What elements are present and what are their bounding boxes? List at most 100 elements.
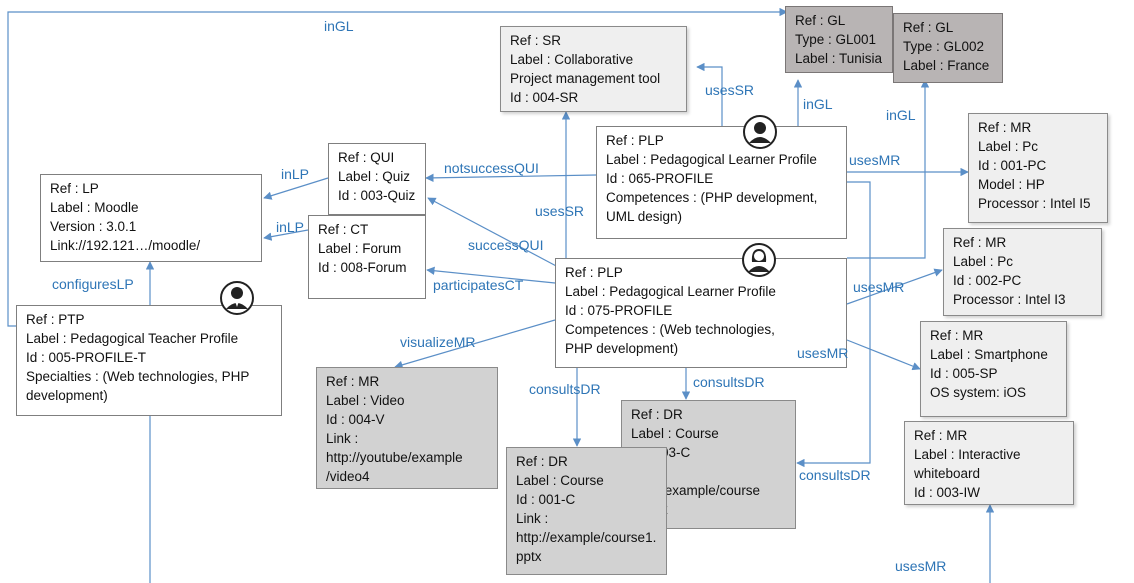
node-line: Label : Interactive bbox=[914, 447, 1021, 462]
node-line: Label : Tunisia bbox=[795, 51, 883, 66]
node-line: Ref : MR bbox=[953, 235, 1007, 250]
node-line: Ref : PTP bbox=[26, 312, 85, 327]
edge-label-configureslp: configuresLP bbox=[52, 276, 134, 292]
node-line: Label : Pc bbox=[953, 254, 1014, 269]
node-ct: Ref : CT Label : Forum Id : 008-Forum bbox=[308, 215, 426, 299]
node-line: Ref : GL bbox=[903, 20, 954, 35]
edge-label-ingl: inGL bbox=[886, 107, 916, 123]
node-line: OS system: iOS bbox=[930, 385, 1027, 400]
edge-label-inlp: inLP bbox=[276, 219, 305, 235]
node-qui: Ref : QUI Label : Quiz Id : 003-Quiz bbox=[328, 143, 426, 215]
edge-label-inlp: inLP bbox=[281, 166, 310, 182]
node-mr-video: Ref : MR Label : Video Id : 004-V Link :… bbox=[316, 367, 498, 489]
node-mr-smartphone: Ref : MR Label : Smartphone Id : 005-SP … bbox=[920, 321, 1067, 417]
node-line: Version : 3.0.1 bbox=[50, 219, 137, 234]
node-line: Label : Smartphone bbox=[930, 347, 1048, 362]
node-plp-075: Ref : PLP Label : Pedagogical Learner Pr… bbox=[555, 258, 847, 368]
node-line: Ref : QUI bbox=[338, 150, 395, 165]
edge-label-usesmr: usesMR bbox=[895, 558, 947, 574]
node-line: Id : 003-IW bbox=[914, 485, 981, 500]
node-line: Processor : Intel I3 bbox=[953, 292, 1066, 307]
edge-label-notsuccessqui: notsuccessQUI bbox=[444, 160, 539, 176]
node-line: Label : Pc bbox=[978, 139, 1039, 154]
node-line: /video4 bbox=[326, 469, 370, 484]
node-gl-tunisia: Ref : GL Type : GL001 Label : Tunisia bbox=[785, 6, 893, 73]
node-line: Label : Collaborative bbox=[510, 52, 634, 67]
edge-successqui bbox=[427, 197, 561, 269]
node-line: http://youtube/example bbox=[326, 450, 463, 465]
edge-label-consultsdr: consultsDR bbox=[529, 381, 601, 397]
edge-inlp-ct bbox=[263, 229, 309, 241]
node-line: Label : France bbox=[903, 58, 990, 73]
node-line: Label : Video bbox=[326, 393, 405, 408]
node-line: Id : 005-PROFILE-T bbox=[26, 350, 147, 365]
node-line: Id : 003-Quiz bbox=[338, 188, 416, 203]
node-line: Label : Pedagogical Teacher Profile bbox=[26, 331, 239, 346]
node-line: PHP development) bbox=[565, 341, 679, 356]
node-gl-france: Ref : GL Type : GL002 Label : France bbox=[893, 13, 1003, 83]
node-line: Ref : MR bbox=[914, 428, 968, 443]
node-mr-whiteboard: Ref : MR Label : Interactive whiteboard … bbox=[904, 421, 1074, 505]
node-line: Ref : CT bbox=[318, 222, 369, 237]
node-line: Processor : Intel I5 bbox=[978, 196, 1091, 211]
node-line: Type : GL001 bbox=[795, 32, 877, 47]
node-line: Id : 005-SP bbox=[930, 366, 998, 381]
edge-visualizemr bbox=[394, 319, 556, 369]
node-dr-course-001: Ref : DR Label : Course Id : 001-C Link … bbox=[506, 447, 667, 575]
node-line: Id : 075-PROFILE bbox=[565, 303, 673, 318]
edge-consultsdr-right bbox=[796, 181, 871, 468]
node-line: Link : bbox=[516, 511, 549, 526]
node-line: Id : 008-Forum bbox=[318, 260, 407, 275]
node-line: Label : Course bbox=[631, 426, 719, 441]
node-line: Ref : MR bbox=[978, 120, 1032, 135]
node-line: Link://192.121…/moodle/ bbox=[50, 238, 201, 253]
edge-label-usesmr: usesMR bbox=[849, 152, 901, 168]
node-line: Ref : SR bbox=[510, 33, 562, 48]
node-line: Id : 002-PC bbox=[953, 273, 1022, 288]
node-line: pptx bbox=[516, 549, 542, 564]
node-line: Label : Quiz bbox=[338, 169, 411, 184]
edge-label-usessr: usesSR bbox=[535, 203, 585, 219]
node-line: Label : Pedagogical Learner Profile bbox=[565, 284, 776, 299]
node-plp-065: Ref : PLP Label : Pedagogical Learner Pr… bbox=[596, 126, 847, 239]
node-line: Type : GL002 bbox=[903, 39, 985, 54]
node-line: Ref : GL bbox=[795, 13, 846, 28]
edge-label-usesmr: usesMR bbox=[853, 279, 905, 295]
person-icon bbox=[220, 281, 254, 315]
node-line: Ref : MR bbox=[326, 374, 380, 389]
edge-label-participatesct: participatesCT bbox=[433, 277, 524, 293]
edge-label-consultsdr: consultsDR bbox=[693, 374, 765, 390]
node-line: Specialties : (Web technologies, PHP bbox=[26, 369, 250, 384]
node-line: Ref : PLP bbox=[565, 265, 623, 280]
node-line: Id : 004-V bbox=[326, 412, 385, 427]
node-ptp: Ref : PTP Label : Pedagogical Teacher Pr… bbox=[16, 305, 282, 416]
node-line: Id : 001-PC bbox=[978, 158, 1047, 173]
node-line: development) bbox=[26, 388, 108, 403]
node-lp: Ref : LP Label : Moodle Version : 3.0.1 … bbox=[40, 174, 262, 262]
node-line: Label : Course bbox=[516, 473, 604, 488]
node-sr: Ref : SR Label : Collaborative Project m… bbox=[500, 26, 687, 112]
edge-label-consultsdr: consultsDR bbox=[799, 467, 871, 483]
node-line: http://example/course1. bbox=[516, 530, 657, 545]
edge-ingl-plp2 bbox=[847, 79, 930, 259]
node-line: Label : Forum bbox=[318, 241, 402, 256]
edge-usessr-plp1 bbox=[696, 62, 723, 126]
edge-usesmr-sp bbox=[846, 339, 921, 371]
edge-label-ingl: inGL bbox=[803, 96, 833, 112]
node-line: Competences : (PHP development, bbox=[606, 190, 818, 205]
node-line: Project management tool bbox=[510, 71, 661, 86]
node-line: Label : Pedagogical Learner Profile bbox=[606, 152, 817, 167]
edge-notsuccessqui bbox=[425, 173, 597, 183]
edge-ptp-ingl bbox=[7, 7, 788, 327]
person-icon bbox=[743, 115, 777, 149]
node-line: Ref : PLP bbox=[606, 133, 664, 148]
node-line: Ref : MR bbox=[930, 328, 984, 343]
node-line: Link : bbox=[326, 431, 359, 446]
edge-label-successqui: successQUI bbox=[468, 237, 544, 253]
node-line: Id : 001-C bbox=[516, 492, 576, 507]
node-line: Id : 065-PROFILE bbox=[606, 171, 714, 186]
node-line: Ref : DR bbox=[631, 407, 683, 422]
edge-inlp-qui bbox=[263, 177, 329, 200]
node-mr-pc-002: Ref : MR Label : Pc Id : 002-PC Processo… bbox=[943, 228, 1102, 316]
